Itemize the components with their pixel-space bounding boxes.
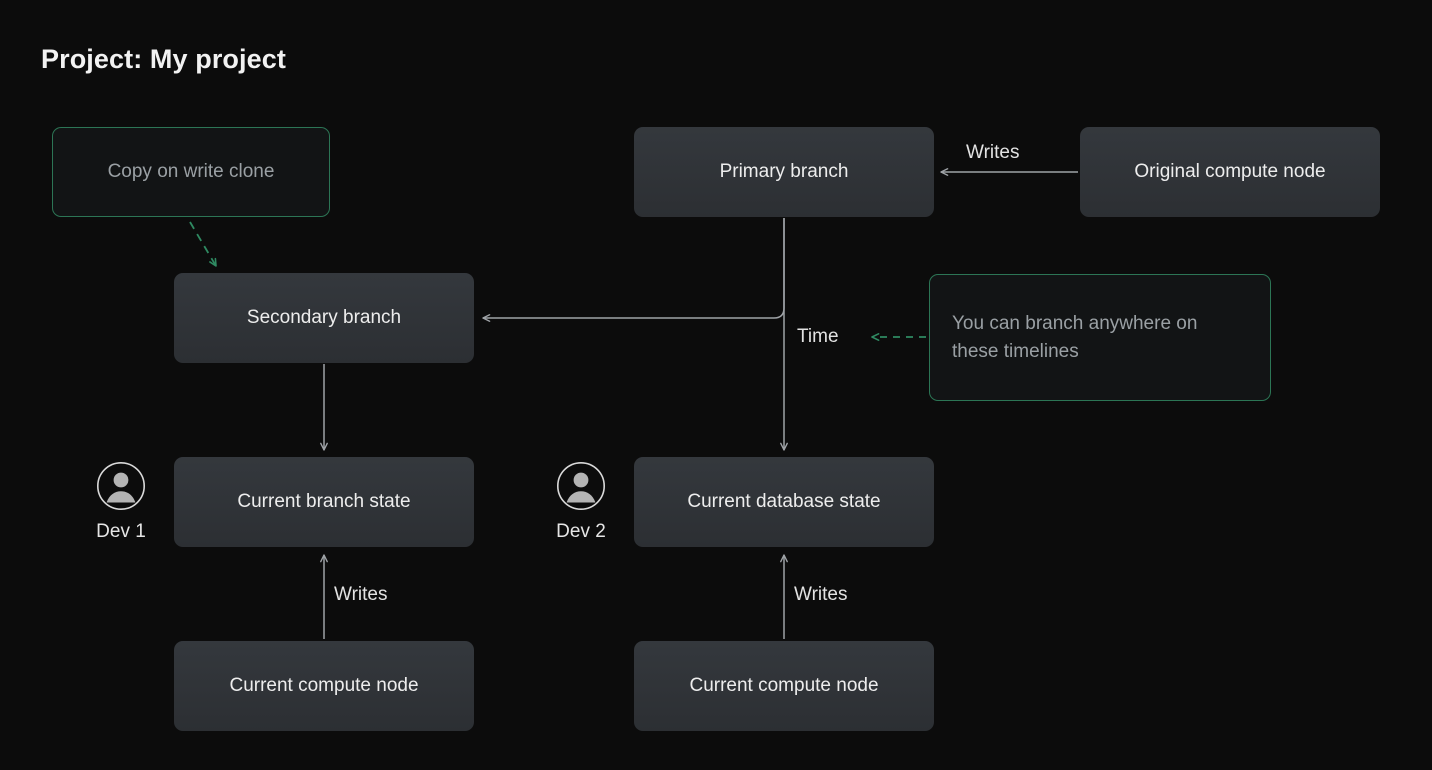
node-label: Current database state: [687, 491, 881, 512]
actor-label-dev-1: Dev 1: [96, 521, 146, 542]
node-current-compute-node-left[interactable]: Current compute node: [174, 641, 474, 731]
node-label: Original compute node: [1134, 161, 1326, 182]
edge-copy-on-write-clone-to-secondary-branch: [189, 221, 217, 267]
edge-label-writes-left: Writes: [334, 584, 388, 605]
node-label: Primary branch: [719, 161, 849, 182]
user-avatar-icon: [556, 461, 606, 511]
node-label: Secondary branch: [246, 307, 402, 328]
node-label: Copy on write clone: [107, 161, 275, 183]
node-label: Current compute node: [689, 675, 879, 696]
node-label: Current branch state: [237, 491, 411, 512]
node-secondary-branch[interactable]: Secondary branch: [174, 273, 474, 363]
edge-label-writes-right: Writes: [794, 584, 848, 605]
edge-label-writes-top: Writes: [966, 142, 1020, 163]
node-original-compute-node[interactable]: Original compute node: [1080, 127, 1380, 217]
node-current-database-state[interactable]: Current database state: [634, 457, 934, 547]
node-current-compute-node-right[interactable]: Current compute node: [634, 641, 934, 731]
node-label: Current compute node: [229, 675, 419, 696]
edge-label-time: Time: [797, 326, 839, 347]
actor-label-dev-2: Dev 2: [556, 521, 606, 542]
node-current-branch-state[interactable]: Current branch state: [174, 457, 474, 547]
edge-primary-branch-to-secondary-branch: [482, 218, 785, 322]
user-avatar-icon: [96, 461, 146, 511]
node-copy-on-write-clone[interactable]: Copy on write clone: [52, 127, 330, 217]
page-title: Project: My project: [41, 44, 286, 74]
note-label: You can branch anywhere on these timelin…: [952, 312, 1198, 362]
note-branch-anywhere[interactable]: You can branch anywhere on these timelin…: [929, 274, 1271, 401]
node-primary-branch[interactable]: Primary branch: [634, 127, 934, 217]
